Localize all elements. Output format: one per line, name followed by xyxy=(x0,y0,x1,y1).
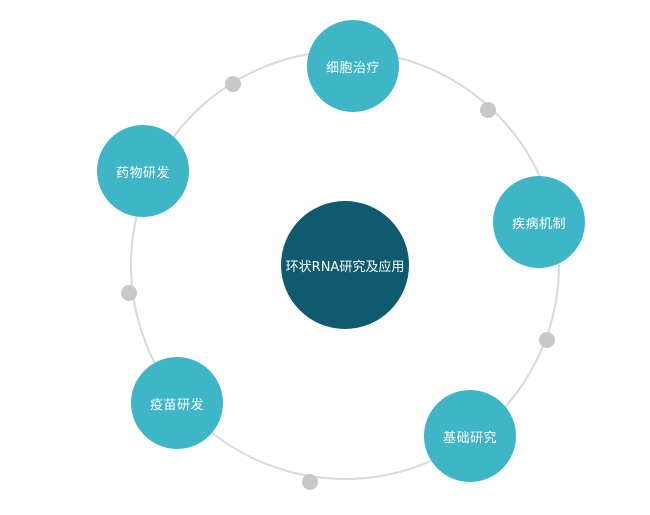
center-node-label: 环状RNA研究及应用 xyxy=(285,259,405,275)
node-label: 疫苗研发 xyxy=(149,397,204,413)
connector-dot xyxy=(480,102,496,118)
node-cell-therapy[interactable]: 细胞治疗 xyxy=(307,20,399,112)
node-drug-research[interactable]: 药物研发 xyxy=(97,125,189,217)
center-node[interactable]: 环状RNA研究及应用 xyxy=(281,201,409,329)
connector-dot xyxy=(121,285,137,301)
node-label: 细胞治疗 xyxy=(325,60,380,76)
node-label: 药物研发 xyxy=(115,165,170,181)
connector-dot xyxy=(539,332,555,348)
node-disease-mechanism[interactable]: 疾病机制 xyxy=(493,176,585,268)
node-label: 疾病机制 xyxy=(511,216,566,232)
node-label: 基础研究 xyxy=(442,430,497,446)
node-vaccine-research[interactable]: 疫苗研发 xyxy=(131,357,223,449)
connector-dot xyxy=(225,76,241,92)
node-basic-research[interactable]: 基础研究 xyxy=(424,390,516,482)
connector-dot xyxy=(302,474,318,490)
